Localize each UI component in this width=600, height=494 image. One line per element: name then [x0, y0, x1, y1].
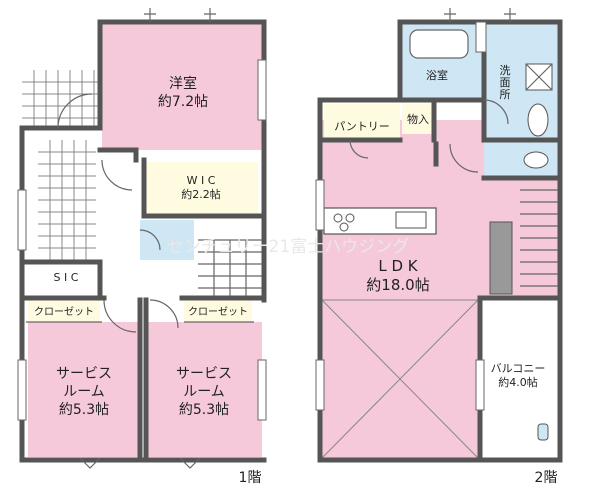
walls-2f — [317, 19, 563, 463]
ldk-size: 約18.0帖 — [366, 276, 429, 294]
sink — [395, 211, 427, 229]
washroom-name-3: 所 — [500, 88, 511, 101]
bathtub — [409, 29, 469, 59]
balcony-name: バルコニー — [491, 362, 546, 375]
doors-2f — [349, 99, 509, 173]
toilet-1f-area — [140, 220, 194, 260]
stairs-2f — [520, 189, 560, 287]
doors-1f — [57, 93, 179, 333]
stove-burner — [345, 213, 355, 223]
closet-right-name: クローゼット — [188, 306, 248, 318]
toilet-icon — [523, 151, 549, 169]
sic-name: S I C — [54, 271, 79, 284]
void-cross — [321, 299, 479, 459]
floor-1: 洋室 約7.2帖 W I C 約2.2帖 S I C クローゼット クローゼット… — [17, 8, 267, 486]
service-room-right-line2: ルーム — [183, 384, 225, 400]
service-room-left-size: 約5.3帖 — [59, 402, 109, 418]
washroom-name-1: 洗 — [500, 64, 511, 77]
entrance-tiles — [38, 140, 96, 260]
western-room-size: 約7.2帖 — [158, 94, 208, 110]
windows-1f — [17, 8, 267, 469]
service-room-right-area — [148, 322, 262, 457]
ldk-name: L D K — [378, 257, 418, 275]
wic-name: W I C — [187, 174, 216, 187]
balcony-size: 約4.0帖 — [498, 375, 538, 389]
wic-area — [146, 162, 258, 214]
walls-1f — [19, 19, 267, 463]
service-room-left-line2: ルーム — [63, 384, 105, 400]
washroom-name-2: 面 — [500, 76, 511, 89]
closet-right-area — [184, 300, 252, 322]
wic-size: 約2.2帖 — [181, 187, 221, 201]
storage-name: 物入 — [407, 112, 429, 126]
bath-name: 浴室 — [426, 68, 448, 82]
western-room-name: 洋室 — [169, 75, 197, 92]
service-room-left-area — [28, 322, 138, 457]
pantry-name: パントリー — [334, 120, 390, 133]
service-room-right-size: 約5.3帖 — [179, 402, 229, 418]
balcony-tap-icon — [537, 423, 549, 441]
stairs-1f — [198, 239, 262, 300]
service-room-left-line1: サービス — [56, 366, 112, 382]
stove-burner — [333, 213, 343, 223]
windows-2f — [315, 8, 516, 411]
deck-grid — [22, 70, 100, 128]
wash-basin-icon — [527, 103, 549, 137]
watermark: センチュリー21富士ハウジング — [167, 237, 410, 257]
closet-left-area — [28, 300, 100, 322]
stair-rail-2f — [489, 221, 513, 295]
western-room-area — [102, 22, 264, 150]
pantry-area — [324, 104, 400, 138]
floor-2-caption: 2階 — [535, 470, 558, 486]
storage-area — [402, 104, 432, 134]
floor-2: 浴室 洗 面 所 パントリー 物入 L D K 約18.0帖 バルコニー 約4.… — [315, 8, 563, 486]
closet-left-name: クローゼット — [34, 306, 94, 318]
floor-1-caption: 1階 — [239, 470, 262, 486]
stove-burner — [339, 222, 349, 232]
service-room-right-line1: サービス — [176, 366, 232, 382]
